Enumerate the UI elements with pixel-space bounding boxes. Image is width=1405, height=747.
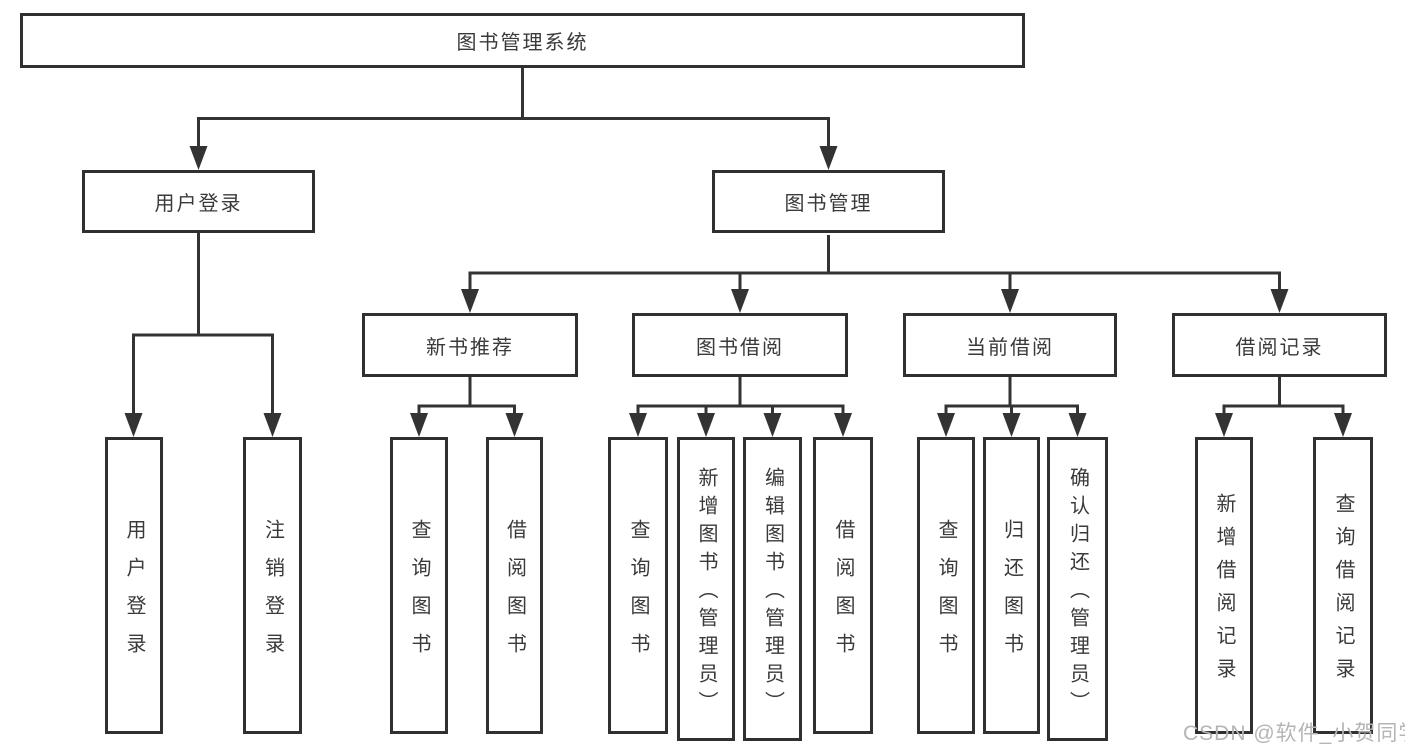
csdn-watermark: CSDN @软件_小贺同学 <box>1183 722 1405 745</box>
node-current-borrow: 当前借阅 <box>903 313 1117 377</box>
leaf-edit-book-admin: 编辑图书（管理员） <box>743 437 802 741</box>
leaf-query-borrow-record-label: 查询借阅记录 <box>1332 492 1354 691</box>
leaf-borrow-books-1: 借阅图书 <box>486 437 543 734</box>
leaf-add-book-admin: 新增图书（管理员） <box>677 437 735 741</box>
leaf-query-books-2-label: 查询图书 <box>627 518 649 671</box>
node-book-management: 图书管理 <box>712 170 945 233</box>
leaf-add-borrow-record-label: 新增借阅记录 <box>1213 492 1235 691</box>
leaf-borrow-books-2-label: 借阅图书 <box>832 518 854 671</box>
leaf-query-books-3: 查询图书 <box>917 437 975 734</box>
leaf-user-login-label: 用户登录 <box>123 518 145 671</box>
node-book-borrow-label: 图书借阅 <box>696 336 784 359</box>
leaf-logout: 注销登录 <box>243 437 302 734</box>
arrowheads <box>124 146 1352 437</box>
node-user-login-label: 用户登录 <box>154 193 243 215</box>
node-borrow-record-label: 借阅记录 <box>1235 336 1324 359</box>
leaf-logout-label: 注销登录 <box>261 518 284 671</box>
node-library-system: 图书管理系统 <box>20 13 1025 68</box>
leaf-query-books-1: 查询图书 <box>390 437 448 734</box>
leaf-query-books-2: 查询图书 <box>608 437 668 734</box>
leaf-confirm-return-admin: 确认归还（管理员） <box>1047 437 1108 741</box>
leaf-borrow-books-1-label: 借阅图书 <box>503 518 526 671</box>
node-new-book-recommend: 新书推荐 <box>362 313 578 377</box>
leaf-add-borrow-record: 新增借阅记录 <box>1195 437 1253 734</box>
node-book-borrow: 图书借阅 <box>632 313 848 377</box>
leaf-borrow-books-2: 借阅图书 <box>813 437 873 734</box>
node-current-borrow-label: 当前借阅 <box>966 336 1054 359</box>
leaf-query-borrow-record: 查询借阅记录 <box>1313 437 1373 734</box>
leaf-return-book-label: 归还图书 <box>1000 518 1023 671</box>
leaf-query-books-1-label: 查询图书 <box>408 518 430 671</box>
node-book-management-label: 图书管理 <box>784 193 873 215</box>
node-new-book-recommend-label: 新书推荐 <box>426 336 514 359</box>
leaf-user-login: 用户登录 <box>105 437 163 734</box>
leaf-query-books-3-label: 查询图书 <box>935 518 957 671</box>
leaf-add-book-admin-label: 新增图书（管理员） <box>695 467 717 719</box>
node-library-system-label: 图书管理系统 <box>456 32 589 54</box>
node-borrow-record: 借阅记录 <box>1172 313 1387 377</box>
node-user-login: 用户登录 <box>82 170 315 233</box>
leaf-confirm-return-admin-label: 确认归还（管理员） <box>1066 467 1089 719</box>
leaf-edit-book-admin-label: 编辑图书（管理员） <box>761 467 784 719</box>
leaf-return-book: 归还图书 <box>983 437 1040 734</box>
